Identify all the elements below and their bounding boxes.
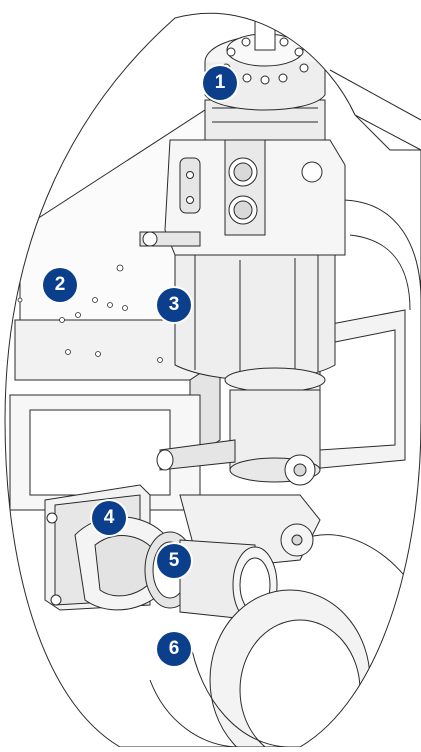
plate-holes xyxy=(17,264,163,363)
callout-4: 4 xyxy=(92,501,126,535)
lower-column-drawing xyxy=(156,367,326,486)
background-frame xyxy=(329,69,421,151)
callout-2-label: 2 xyxy=(54,274,66,295)
main-body-drawing xyxy=(174,249,336,381)
callout-4-label: 4 xyxy=(103,507,115,528)
callout-1: 1 xyxy=(203,66,237,100)
valve-block-drawing xyxy=(139,139,346,256)
callout-3: 3 xyxy=(157,288,191,322)
callout-3-label: 3 xyxy=(168,294,180,315)
callout-6: 6 xyxy=(157,632,191,666)
callout-1-label: 1 xyxy=(214,72,226,93)
callout-5-label: 5 xyxy=(168,550,180,571)
callout-5: 5 xyxy=(157,544,191,578)
callout-6-label: 6 xyxy=(168,638,180,659)
callout-2: 2 xyxy=(43,268,77,302)
